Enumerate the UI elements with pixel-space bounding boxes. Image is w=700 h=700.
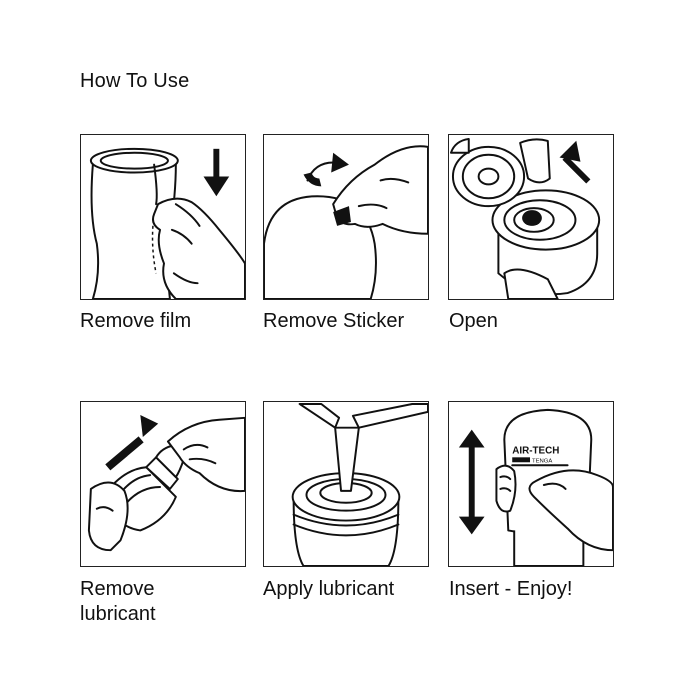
step-4-caption: Remove lubricant (80, 578, 156, 625)
step-2-panel (263, 134, 429, 300)
open-cap-illustration (449, 137, 601, 299)
remove-sticker-illustration (264, 145, 428, 299)
remove-lubricant-illustration (87, 415, 245, 552)
step-3-caption: Open (449, 310, 498, 332)
brand-sublabel: TENGA (532, 458, 552, 464)
step-2-caption: Remove Sticker (263, 310, 405, 332)
remove-film-illustration (89, 147, 245, 299)
insert-illustration: AIR-TECH TENGA (458, 408, 613, 566)
apply-lubricant-illustration (291, 402, 428, 566)
step-1-panel (80, 134, 246, 300)
step-4-panel (80, 401, 246, 567)
step-1-caption: Remove film (80, 310, 192, 332)
step-5-caption: Apply lubricant (263, 578, 395, 600)
brand-label: AIR-TECH (512, 445, 559, 456)
step-6-panel: AIR-TECH TENGA (448, 401, 614, 567)
step-6-caption: Insert - Enjoy! (449, 578, 573, 600)
step-3-panel (448, 134, 614, 300)
page-title: How To Use (80, 70, 190, 92)
step-5-panel (263, 401, 429, 567)
